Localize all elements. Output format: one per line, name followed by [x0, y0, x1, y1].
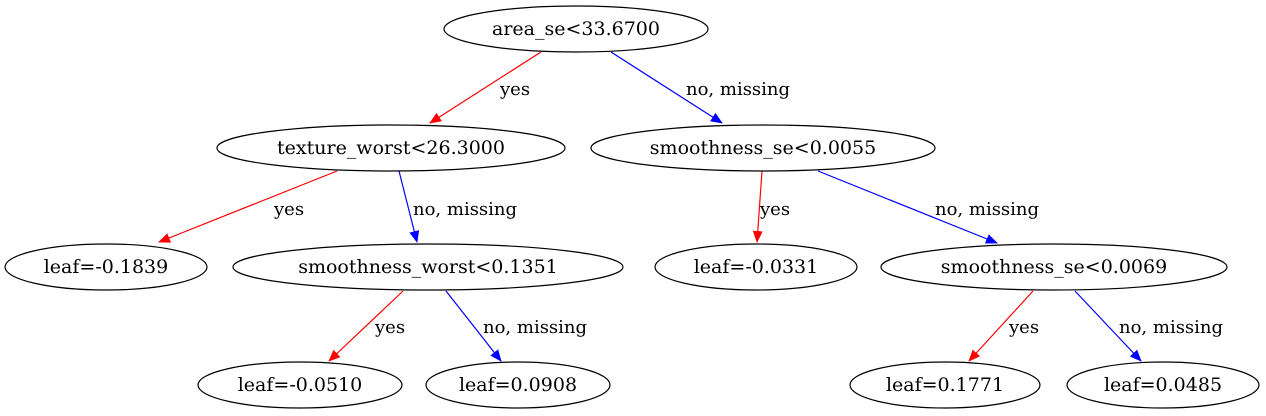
- tree-node-texture-worst: texture_worst<26.3000: [216, 124, 566, 172]
- tree-node-leaf: leaf=-0.1839: [4, 243, 208, 291]
- node-ellipse: [654, 243, 858, 291]
- node-label: smoothness_worst<0.1351: [298, 256, 558, 278]
- node-label: smoothness_se<0.0055: [650, 137, 876, 159]
- edges-group: yes no, missing yes no, missing yes no, …: [158, 51, 1223, 362]
- edge-line-yes-smoothness-worst-to-leaf: [328, 290, 404, 362]
- edge-label-smoothness-se-yes: yes: [759, 199, 790, 220]
- node-label: leaf=0.0485: [1104, 374, 1222, 396]
- node-label: area_se<33.6700: [492, 18, 660, 40]
- node-ellipse: [197, 361, 403, 409]
- edge-line-no-smoothness-worst-to-leaf: [445, 290, 502, 362]
- edge-line-no-texture-worst-to-smoothness-worst: [398, 170, 420, 243]
- node-label: leaf=0.1771: [886, 374, 1004, 396]
- tree-node-smoothness-worst: smoothness_worst<0.1351: [232, 243, 624, 291]
- tree-node-leaf: leaf=0.1771: [849, 361, 1041, 409]
- node-ellipse: [590, 124, 936, 172]
- edge-label-smoothness-worst-yes: yes: [374, 317, 405, 338]
- tree-node-leaf: leaf=-0.0510: [197, 361, 403, 409]
- node-label: leaf=-0.0510: [238, 374, 363, 396]
- node-ellipse: [849, 361, 1041, 409]
- edge-line-yes-smoothness-se-0069-to-leaf: [968, 290, 1034, 362]
- tree-node-smoothness-se-0069: smoothness_se<0.0069: [880, 243, 1228, 291]
- tree-node-smoothness-se-0055: smoothness_se<0.0055: [590, 124, 936, 172]
- edge-line-yes-smoothness-se-to-leaf: [752, 170, 763, 243]
- node-label: texture_worst<26.3000: [277, 137, 505, 159]
- edge-line-no-smoothness-se-0069-to-leaf: [1074, 290, 1142, 362]
- node-ellipse: [232, 243, 624, 291]
- node-label: leaf=-0.1839: [44, 256, 169, 278]
- tree-node-leaf: leaf=0.0908: [425, 361, 611, 409]
- tree-node-root: area_se<33.6700: [443, 5, 709, 53]
- tree-node-leaf: leaf=0.0485: [1066, 361, 1260, 409]
- edge-label-texture-worst-no: no, missing: [413, 199, 517, 220]
- node-ellipse: [880, 243, 1228, 291]
- tree-node-leaf: leaf=-0.0331: [654, 243, 858, 291]
- nodes-group: area_se<33.6700 texture_worst<26.3000 sm…: [4, 5, 1260, 409]
- node-ellipse: [1066, 361, 1260, 409]
- node-ellipse: [443, 5, 709, 53]
- node-ellipse: [216, 124, 566, 172]
- edge-label-texture-worst-yes: yes: [273, 199, 304, 220]
- edge-line-yes-texture-worst-to-leaf: [158, 170, 338, 243]
- edge-line-no-smoothness-se-to-smoothness-se-0069: [817, 170, 998, 244]
- edge-label-root-yes: yes: [499, 79, 530, 100]
- edge-label-root-no: no, missing: [686, 79, 790, 100]
- edge-label-smoothness-worst-no: no, missing: [483, 317, 587, 338]
- node-label: smoothness_se<0.0069: [941, 256, 1167, 278]
- node-ellipse: [4, 243, 208, 291]
- edge-line-no-root-to-smoothness-se: [610, 51, 723, 124]
- node-label: leaf=-0.0331: [694, 256, 819, 278]
- edge-line-yes-root-to-texture-worst: [429, 51, 542, 124]
- edge-label-smoothness-se-0069-yes: yes: [1008, 317, 1039, 338]
- node-ellipse: [425, 361, 611, 409]
- edge-label-smoothness-se-0069-no: no, missing: [1119, 317, 1223, 338]
- edge-label-smoothness-se-no: no, missing: [935, 199, 1039, 220]
- node-label: leaf=0.0908: [459, 374, 577, 396]
